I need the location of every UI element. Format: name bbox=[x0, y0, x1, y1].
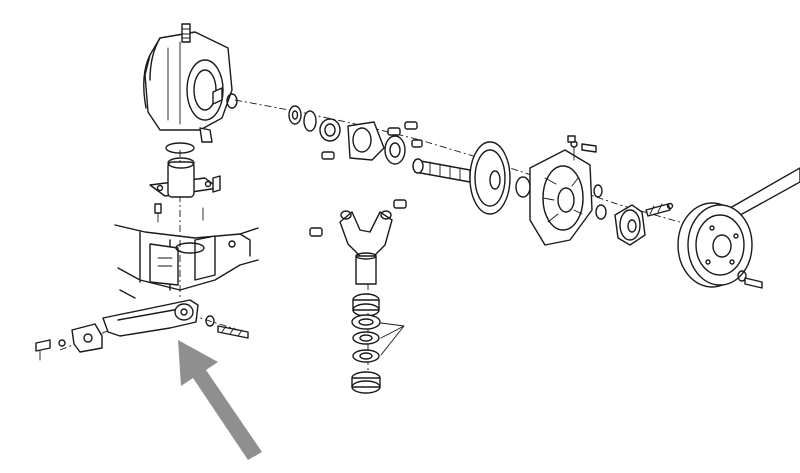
flange-hub bbox=[614, 202, 674, 246]
pressure-plate bbox=[529, 135, 607, 246]
mounting-bracket bbox=[149, 157, 221, 223]
o-ring bbox=[165, 142, 195, 154]
bell-housing bbox=[143, 23, 238, 143]
lever-arm bbox=[35, 299, 249, 361]
seal-bearing-stack bbox=[288, 105, 423, 165]
pointer-arrow bbox=[178, 340, 262, 460]
pulley bbox=[677, 167, 800, 289]
yoke-slip-shaft bbox=[309, 199, 407, 394]
clutch-disc bbox=[469, 141, 531, 215]
chassis-frame-section bbox=[114, 224, 259, 299]
input-shaft bbox=[412, 158, 471, 183]
